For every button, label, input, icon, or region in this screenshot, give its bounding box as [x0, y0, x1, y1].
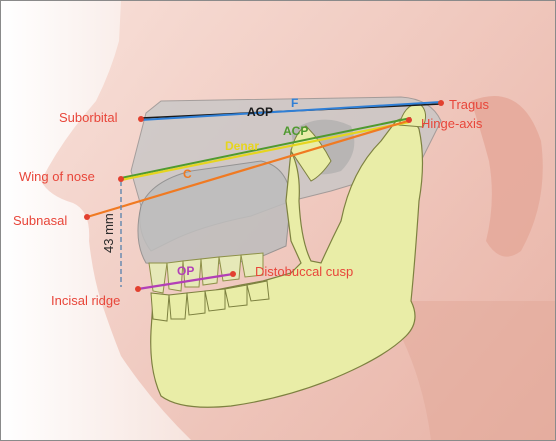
subnasal-dot [84, 214, 90, 220]
label-wing-of-nose: Wing of nose [19, 169, 95, 184]
label-f: F [291, 96, 298, 110]
label-op: OP [177, 264, 194, 278]
label-distobuccal-cusp: Distobuccal cusp [255, 264, 353, 279]
suborbital-dot [138, 116, 144, 122]
label-tragus: Tragus [449, 97, 489, 112]
incisal-ridge-dot [135, 286, 141, 292]
label-hinge-axis: Hinge-axis [421, 116, 483, 131]
label-acp: ACP [283, 124, 308, 138]
hinge-axis-dot [406, 117, 412, 123]
label-denar: Denar [225, 139, 259, 153]
label-aop: AOP [247, 105, 273, 119]
label-measurement: 43 mm [101, 213, 116, 253]
label-suborbital: Suborbital [59, 110, 118, 125]
wing-of-nose-dot [118, 176, 124, 182]
tragus-dot [438, 100, 444, 106]
distobuccal-cusp-dot [230, 271, 236, 277]
label-incisal-ridge: Incisal ridge [51, 293, 120, 308]
label-subnasal: Subnasal [13, 213, 67, 228]
label-c: C [183, 167, 192, 181]
